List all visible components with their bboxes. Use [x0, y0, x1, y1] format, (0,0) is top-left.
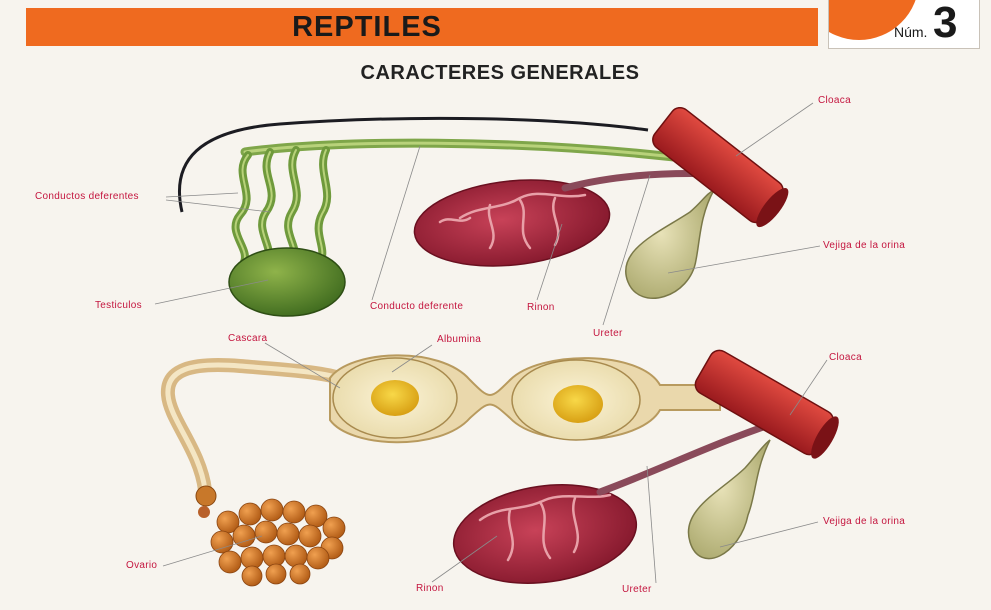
number-label: Núm.	[894, 24, 928, 40]
label-cloaca-male: Cloaca	[818, 95, 851, 106]
bladder-female	[687, 439, 771, 560]
label-rinon-male: Rinon	[527, 302, 555, 313]
header-bar: REPTILES	[26, 8, 818, 46]
label-albumina: Albumina	[437, 334, 482, 345]
oviduct-tube	[160, 358, 347, 497]
label-cloaca-female: Cloaca	[829, 352, 862, 363]
kidney-male	[413, 179, 611, 267]
yolk-1	[371, 380, 419, 416]
male-system	[177, 106, 789, 317]
label-rinon-female: Rinon	[416, 583, 444, 594]
kidney-female	[452, 484, 638, 584]
label-ureter-male: Ureter	[593, 328, 623, 339]
label-vejiga-female: Vejiga de la orina	[823, 516, 906, 527]
bladder-male	[625, 188, 716, 299]
label-cascara: Cascara	[228, 333, 268, 344]
sheet-number: 3	[933, 0, 958, 47]
female-system	[160, 349, 839, 587]
black-duct	[177, 116, 649, 213]
label-conductos-deferentes: Conductos deferentes	[35, 191, 139, 202]
conductos-deferentes-group	[231, 146, 332, 266]
cloaca-male	[652, 106, 789, 228]
label-ureter-female: Ureter	[622, 584, 652, 595]
testis	[228, 247, 346, 317]
infundibulum	[195, 485, 217, 507]
ovary	[210, 498, 346, 587]
label-testiculos: Testiculos	[95, 300, 142, 311]
subtitle: CARACTERES GENERALES	[360, 62, 640, 84]
label-vejiga-male: Vejiga de la orina	[823, 240, 906, 251]
yolk-2	[553, 385, 603, 423]
label-ovario: Ovario	[126, 560, 158, 571]
page-title: REPTILES	[292, 11, 442, 43]
cloaca-female	[694, 349, 839, 459]
infundibulum-tip	[198, 506, 210, 518]
number-badge: Núm. 3	[828, 0, 980, 49]
label-conducto-deferente: Conducto deferente	[370, 301, 464, 312]
leader-lines	[154, 102, 828, 584]
